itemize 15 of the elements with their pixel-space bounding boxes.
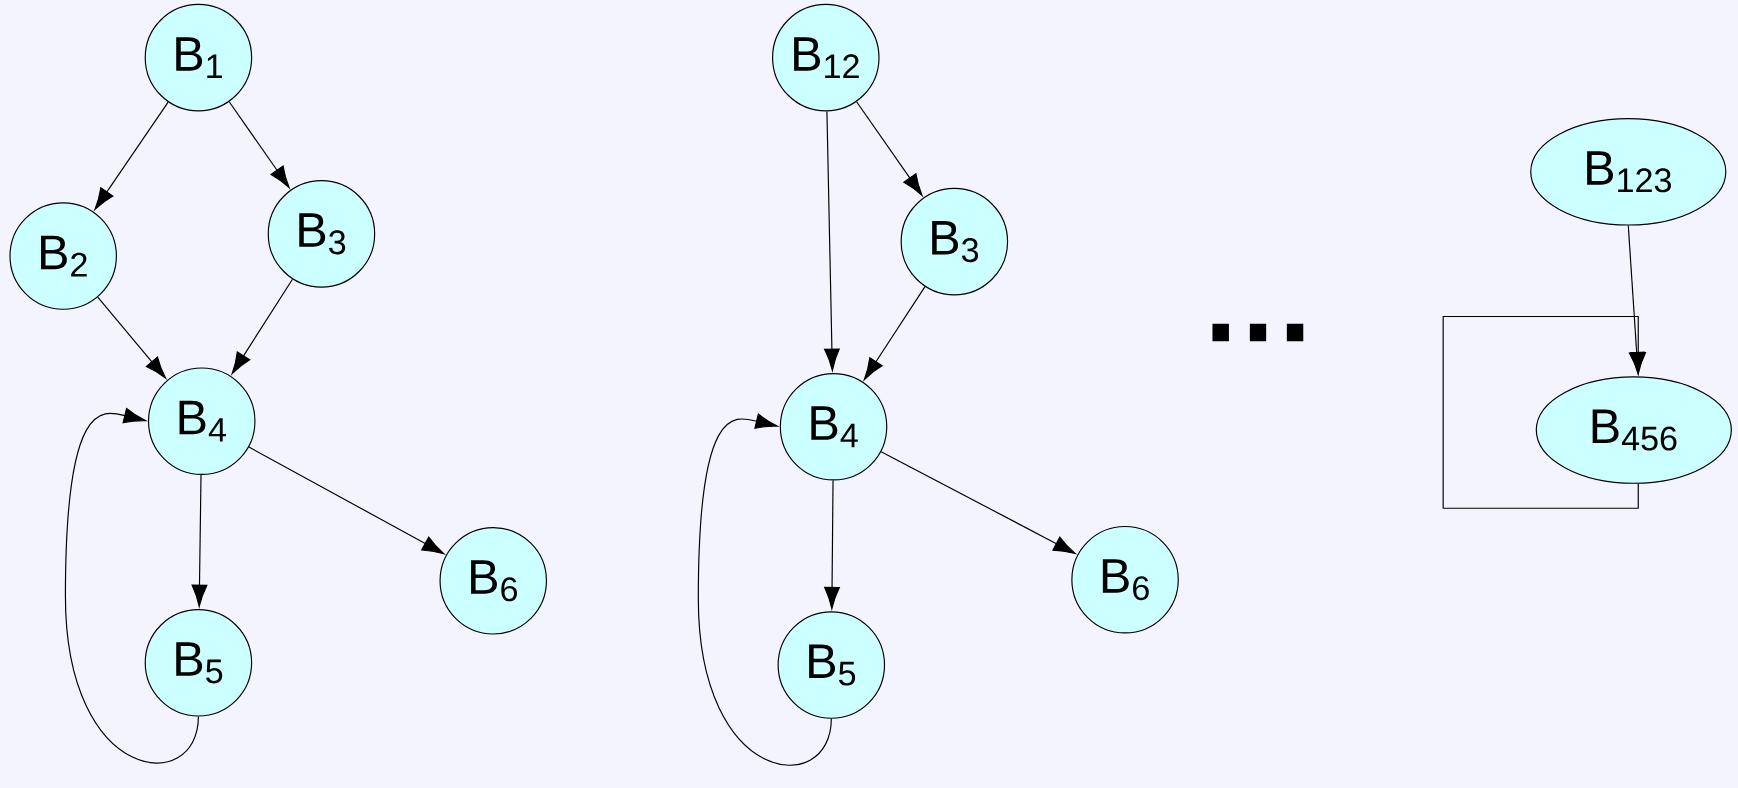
ellipsis: …: [1212, 323, 1304, 342]
arrow: [97, 296, 167, 379]
arrow: [856, 101, 923, 196]
arrow: [191, 474, 208, 607]
arrow: [863, 286, 926, 381]
arrow: [824, 479, 840, 610]
arrow: [1442, 315, 1647, 509]
arrow: [228, 101, 290, 189]
arrow: [248, 446, 445, 555]
arrow: [880, 451, 1076, 555]
arrow: [824, 110, 840, 371]
arrow: [64, 407, 199, 764]
arrow: [94, 101, 169, 210]
arrow: [231, 278, 294, 375]
arrow: [697, 413, 832, 766]
